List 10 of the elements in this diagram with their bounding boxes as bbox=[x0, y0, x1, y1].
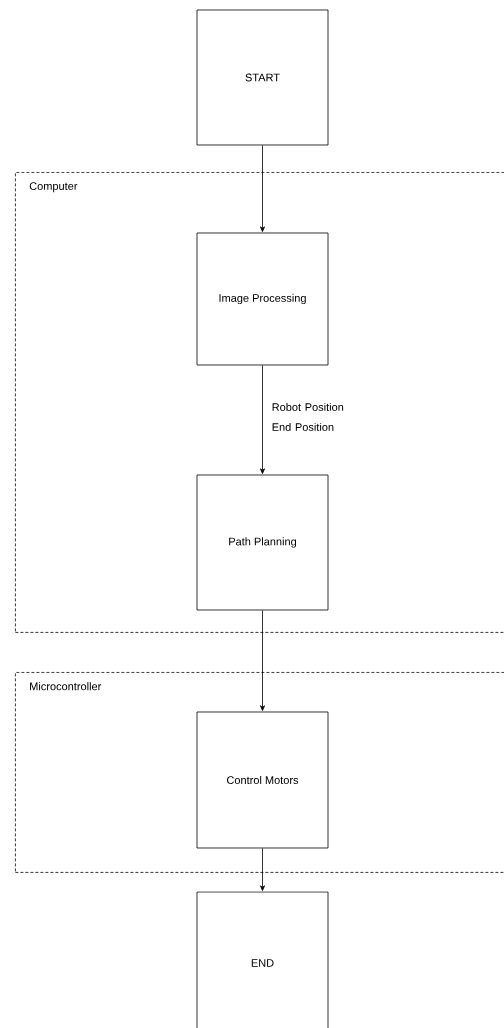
arrow bbox=[260, 145, 265, 232]
process-box: Image Processing bbox=[196, 232, 329, 366]
process-box: Control Motors bbox=[196, 711, 329, 849]
arrow bbox=[260, 848, 265, 891]
process-box: Path Planning bbox=[196, 474, 329, 611]
edge-label: Robot Position End Position bbox=[272, 402, 344, 431]
arrow bbox=[260, 365, 265, 474]
arrow bbox=[260, 610, 265, 711]
process-box: END bbox=[196, 891, 329, 1028]
process-box: START bbox=[196, 9, 329, 146]
